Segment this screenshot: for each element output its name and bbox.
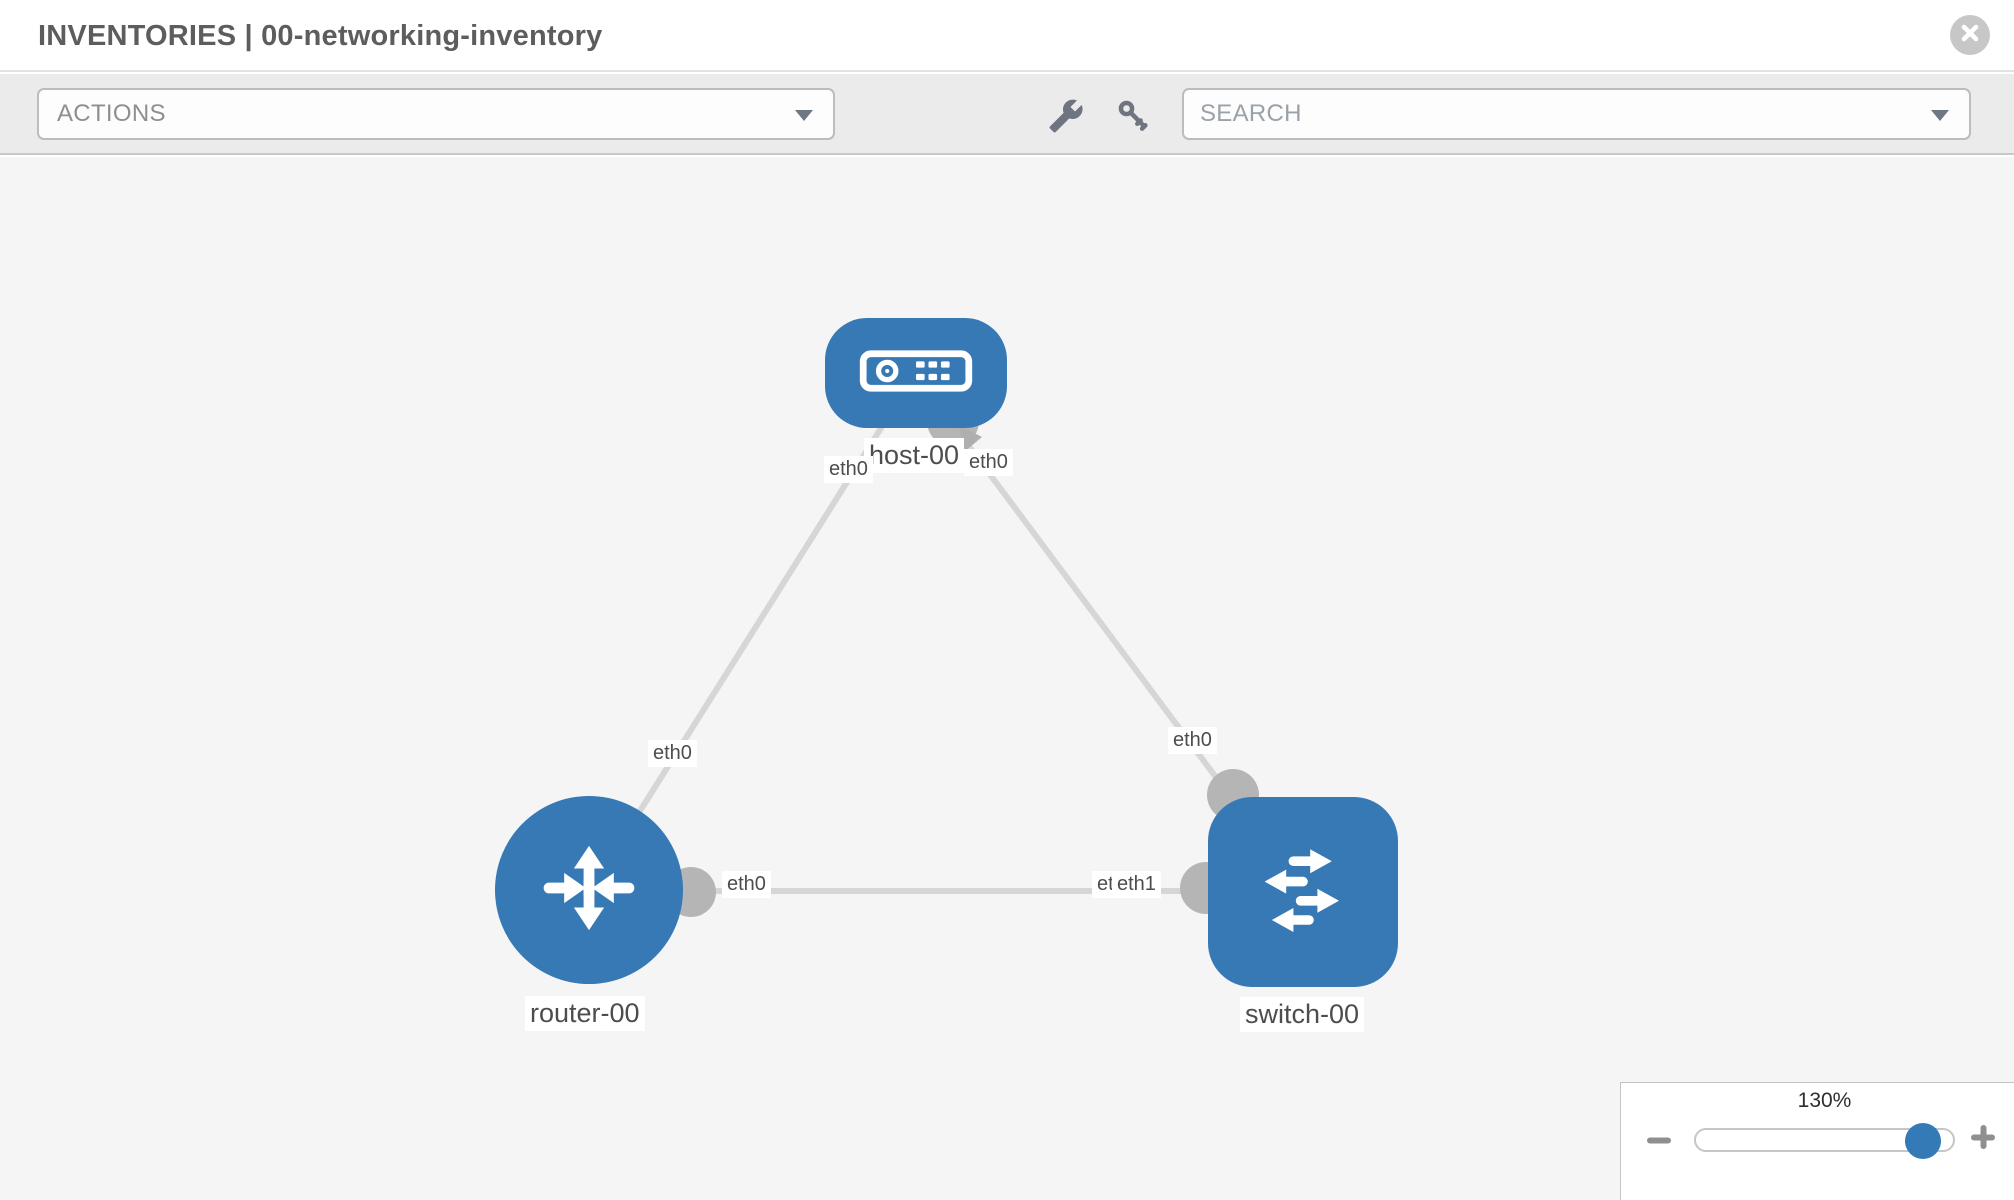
search-dropdown[interactable] [1182, 88, 1971, 140]
node-label-host: host-00 [864, 438, 965, 473]
wrench-icon[interactable] [1048, 98, 1084, 134]
actions-dropdown[interactable]: ACTIONS [37, 88, 835, 140]
zoom-slider-thumb[interactable] [1905, 1123, 1941, 1159]
close-button[interactable] [1950, 15, 1990, 55]
modal-header: INVENTORIES | 00-networking-inventory [0, 0, 2014, 72]
zoom-level-value: 130% [1797, 1089, 1852, 1112]
topology-canvas[interactable]: host-00 router-00 switch-00 eth0 eth0 et… [0, 157, 2014, 1200]
iface-label: eth0 [824, 456, 873, 483]
plus-icon[interactable] [1969, 1123, 1997, 1151]
chevron-down-icon [795, 110, 813, 121]
key-icon[interactable] [1116, 98, 1152, 134]
close-icon [1960, 23, 1980, 48]
search-input[interactable] [1200, 100, 1900, 128]
toolbar: ACTIONS [0, 74, 2014, 155]
switch-icon [1243, 830, 1363, 955]
link-arrowhead-icon [959, 425, 982, 452]
node-host-00[interactable] [825, 318, 1007, 428]
host-icon [858, 347, 974, 400]
zoom-slider[interactable] [1694, 1123, 1955, 1159]
actions-dropdown-label: ACTIONS [57, 100, 166, 127]
node-label-router: router-00 [525, 996, 645, 1031]
iface-label: eth0 [722, 871, 771, 898]
topology-edges [586, 372, 1306, 917]
iface-label: eth0 [1168, 727, 1217, 754]
router-icon [535, 834, 643, 947]
page-title: INVENTORIES | 00-networking-inventory [38, 20, 603, 52]
iface-label: eth0 [964, 449, 1013, 476]
node-router-00[interactable] [495, 796, 683, 984]
iface-label: eth1 [1112, 871, 1161, 898]
node-label-switch: switch-00 [1240, 997, 1365, 1032]
node-switch-00[interactable] [1208, 797, 1398, 987]
zoom-control-panel: 130% [1620, 1082, 2014, 1200]
chevron-down-icon [1931, 110, 1949, 121]
iface-label: eth0 [648, 740, 697, 767]
minus-icon[interactable] [1645, 1126, 1673, 1154]
